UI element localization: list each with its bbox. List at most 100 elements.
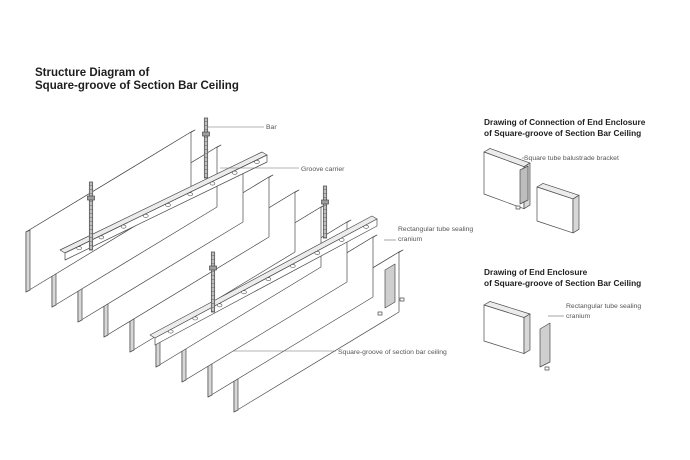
leader-lines (208, 126, 564, 352)
rod-thread (204, 148, 208, 151)
fastener-block (377, 311, 383, 316)
rod-thread (204, 164, 208, 167)
groove-carrier (59, 151, 268, 261)
label-rect-tube-1: Rectangular tube sealing (398, 226, 474, 233)
rod-thread (204, 124, 208, 127)
rod-shaft (322, 185, 328, 239)
rod-thread (211, 274, 215, 277)
rod-thread (323, 220, 327, 223)
carrier-clip (290, 264, 296, 268)
connection-title: Drawing of Connection of End Enclosure o… (484, 117, 645, 139)
rod-thread (323, 224, 327, 227)
rod-thread (204, 168, 208, 171)
rod-thread (323, 232, 327, 235)
carrier-clip (76, 246, 82, 251)
rod-thread (204, 140, 208, 143)
end-panel (483, 301, 531, 354)
carrier-face (154, 218, 378, 346)
label-bar: Bar (266, 124, 277, 131)
rod-thread (211, 306, 215, 309)
end-panel-side (523, 313, 531, 354)
hanger-rod (87, 181, 95, 251)
rod-thread (89, 244, 93, 247)
rod-thread (204, 176, 208, 179)
rod-thread (204, 160, 208, 163)
hanger-rod (209, 251, 217, 313)
carrier-clip (120, 224, 127, 229)
hanging-rods (87, 117, 329, 313)
rod-shaft (88, 181, 94, 251)
label-bracket: Square tube balustrade bracket (524, 155, 619, 162)
rod-thread (89, 208, 93, 211)
rod-thread (211, 262, 215, 265)
rod-thread (211, 302, 215, 305)
sealing-cranium-1 (384, 263, 396, 309)
rod-thread (323, 192, 327, 195)
connection-panel-right (536, 183, 580, 234)
rod-thread (89, 200, 93, 203)
connection-title-line1: Drawing of Connection of End Enclosure (484, 117, 646, 127)
label-square-groove: Square-groove of section bar ceiling (338, 349, 447, 356)
rod-nut (321, 199, 329, 205)
carrier-clip (232, 170, 238, 175)
connection-panel-left (483, 148, 531, 210)
rod-thread (323, 204, 327, 207)
sealing-cranium-2 (539, 322, 551, 368)
carrier-clip (143, 213, 149, 218)
rod-thread (323, 196, 327, 199)
hanger-rod (202, 117, 210, 179)
rod-thread (89, 240, 93, 243)
rod-thread (204, 136, 208, 139)
rod-thread (89, 232, 93, 235)
panel-end (25, 229, 31, 293)
hanger-rod (321, 185, 329, 239)
carrier-clip (98, 235, 105, 240)
rod-thread (211, 310, 215, 313)
rod-thread (323, 188, 327, 191)
connection-title-line2: of Square-groove of Section Bar Ceiling (484, 128, 642, 138)
carrier-clip (265, 277, 272, 282)
label-groove-carrier: Groove carrier (301, 166, 345, 173)
rod-thread (89, 228, 93, 231)
rod-thread (211, 298, 215, 301)
carrier-clip (216, 303, 223, 308)
rod-nut (87, 195, 95, 201)
rod-thread (323, 208, 327, 211)
groove-carrier (149, 215, 378, 346)
rod-thread (89, 248, 93, 251)
carrier-face (64, 154, 268, 261)
rod-thread (211, 294, 215, 297)
groove-carriers (59, 151, 378, 346)
carrier-clip (165, 203, 171, 207)
rod-thread (204, 152, 208, 155)
main-title-line2: Square-groove of Section Bar Ceiling (35, 80, 239, 92)
carrier-clip (209, 181, 216, 186)
fastener-block (515, 205, 521, 210)
carrier-clip (187, 192, 193, 197)
rod-thread (89, 188, 93, 191)
rod-shaft (203, 117, 209, 179)
carrier-clip (363, 224, 369, 229)
rod-thread (211, 278, 215, 281)
rod-thread (323, 216, 327, 219)
rod-thread (89, 184, 93, 187)
carrier-clip (339, 237, 345, 242)
rod-thread (204, 156, 208, 159)
rod-thread (204, 120, 208, 123)
carrier-clip (192, 316, 198, 321)
rod-thread (211, 270, 215, 273)
rod-thread (89, 192, 93, 195)
connection-panel-right-side (572, 194, 580, 234)
rod-thread (89, 204, 93, 207)
rod-nut (202, 131, 210, 137)
rod-nut (209, 265, 217, 271)
rod-thread (89, 236, 93, 239)
rod-thread (211, 282, 215, 285)
rod-shaft (210, 251, 216, 313)
carrier-clip (254, 160, 260, 164)
detail-parts (377, 148, 580, 371)
carrier-clip (241, 290, 247, 295)
rod-thread (323, 236, 327, 239)
